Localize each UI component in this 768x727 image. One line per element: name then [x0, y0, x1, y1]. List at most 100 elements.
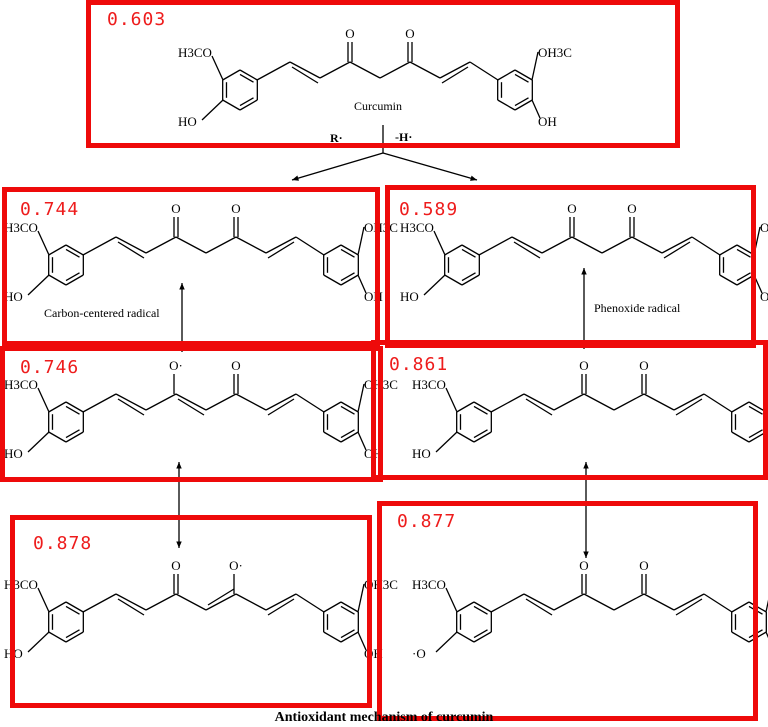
- ring-left-carbon-radical-double-bond: [65, 248, 80, 258]
- chain-double-bond-phenoxide-radical: [513, 241, 541, 259]
- resonance-arrow-2-head: [581, 268, 587, 275]
- ring-right-quinone-radical-bond: [731, 431, 750, 443]
- bond: [201, 99, 224, 121]
- chain-bond-quinone-radical: [523, 393, 555, 411]
- ring-left-enol-radical-bond: [48, 401, 67, 413]
- bond: [765, 631, 768, 639]
- chain-bond-quinone-radical: [613, 393, 645, 411]
- chain-double-bond-enol-radical-2: [117, 598, 145, 616]
- ring-left-phenoxy-left-bond: [456, 601, 475, 613]
- ring-left-curcumin-bond: [239, 99, 258, 111]
- ring-right-phenoxide-radical-bond: [719, 244, 738, 256]
- ring-left-quinone-radical-bond: [473, 401, 492, 413]
- chain-double-bond-enol-radical-2: [267, 598, 295, 616]
- ring-left-quinone-radical-double-bond: [473, 429, 488, 439]
- ring-left-curcumin-double-bond: [239, 97, 254, 107]
- chain-bond-enol-radical: [295, 393, 325, 413]
- ring-left-phenoxide-radical-bond: [444, 274, 463, 286]
- ring-left-phenoxide-radical-double-bond: [461, 248, 476, 258]
- chain-bond-quinone-radical: [553, 393, 585, 411]
- ring-left-phenoxy-left-bond: [473, 631, 492, 643]
- ring-left-carbon-radical-bond: [48, 274, 67, 286]
- chain-bond-carbon-radical: [115, 236, 147, 254]
- score-phenoxy-left: 0.877: [397, 511, 457, 532]
- bond: [357, 631, 367, 651]
- substituent-curcumin-right-bottom: OH: [538, 114, 557, 129]
- chain-bond-enol-radical-2: [235, 593, 267, 611]
- ring-right-enol-radical-2-double-bond: [340, 605, 355, 615]
- chain-bond-curcumin: [379, 61, 411, 79]
- carbonyl-left-quinone-radical: O: [579, 358, 588, 373]
- chain-bond-curcumin: [349, 61, 381, 79]
- carbonyl-right-phenoxide-radical: O: [627, 201, 636, 216]
- chain-bond-phenoxide-radical: [541, 236, 573, 254]
- score-phenoxide-radical: 0.589: [399, 199, 459, 220]
- reagent-left: R·: [330, 131, 343, 145]
- bond: [445, 587, 458, 613]
- chain-bond-curcumin: [409, 61, 441, 79]
- chain-double-bond-curcumin: [291, 66, 319, 84]
- ring-right-enol-radical-2-bond: [323, 601, 342, 613]
- ring-left-enol-radical-bond: [65, 431, 84, 443]
- substituent-curcumin-left-bottom: HO: [178, 114, 197, 129]
- chain-bond-enol-radical: [235, 393, 267, 411]
- ring-left-enol-radical-2-double-bond: [65, 629, 80, 639]
- carbonyl-left-phenoxy-left: O: [579, 558, 588, 573]
- ring-left-quinone-radical-bond: [456, 431, 475, 443]
- bond: [531, 51, 539, 81]
- ring-right-enol-radical-bond: [340, 401, 359, 413]
- resonance-arrow-1-head: [179, 283, 185, 290]
- chain-double-bond-quinone-radical: [525, 398, 553, 416]
- chain-bond-carbon-radical: [175, 236, 207, 254]
- ring-right-enol-radical-bond: [323, 401, 342, 413]
- branch-arrow-right-head: [470, 175, 477, 181]
- chain-bond-carbon-radical: [235, 236, 267, 254]
- ring-right-carbon-radical-bond: [340, 274, 359, 286]
- chain-bond-enol-radical: [175, 393, 207, 411]
- ring-left-curcumin-bond: [239, 69, 258, 81]
- ring-right-carbon-radical-bond: [323, 274, 342, 286]
- ring-right-phenoxide-radical-bond: [719, 274, 738, 286]
- carbonyl-left-curcumin: O: [345, 26, 354, 41]
- ring-right-enol-radical-double-bond: [340, 429, 355, 439]
- chain-double-bond-curcumin: [441, 66, 469, 84]
- chain-bond-phenoxy-left: [703, 593, 733, 613]
- branch-arrow-right: [382, 152, 478, 181]
- chain-bond-enol-radical-2: [265, 593, 297, 611]
- substituent-phenoxide-radical-right-top: OH3C: [760, 220, 768, 235]
- bond: [37, 387, 50, 413]
- substituent-carbon-radical-left-top: H3CO: [4, 220, 38, 235]
- ring-right-phenoxy-left-bond: [731, 631, 750, 643]
- ring-left-carbon-radical-double-bond: [65, 272, 80, 282]
- ring-left-quinone-radical-double-bond: [473, 405, 488, 415]
- substituent-carbon-radical-left-bottom: HO: [4, 289, 23, 304]
- substituent-phenoxide-radical-right-bottom: O·: [760, 289, 768, 304]
- ring-right-quinone-radical-double-bond: [748, 429, 763, 439]
- ring-right-enol-radical-double-bond: [340, 405, 355, 415]
- ring-left-phenoxy-left-double-bond: [473, 605, 488, 615]
- chain-bond-phenoxy-left: [553, 593, 585, 611]
- ring-left-curcumin-bond: [222, 99, 241, 111]
- panel-box-curcumin: [86, 0, 680, 148]
- ring-right-curcumin-double-bond: [514, 73, 529, 83]
- ring-right-enol-radical-bond: [340, 431, 359, 443]
- chain-bond-quinone-radical: [490, 393, 525, 413]
- substituent-phenoxide-radical-left-bottom: HO: [400, 289, 419, 304]
- score-enol-radical-2: 0.878: [33, 533, 93, 554]
- bond: [357, 274, 367, 294]
- chain-bond-phenoxy-left: [643, 593, 675, 611]
- ring-left-phenoxy-left-bond: [473, 601, 492, 613]
- branch-arrow-left: [291, 152, 384, 181]
- chain-double-bond-carbon-radical: [117, 241, 145, 259]
- carbonyl-right-curcumin: O: [405, 26, 414, 41]
- figure-title: Antioxidant mechanism of curcumin: [274, 710, 494, 725]
- chain-bond-enol-radical-2: [205, 593, 237, 611]
- ring-left-phenoxide-radical-bond: [444, 244, 463, 256]
- label-curcumin: Curcumin: [354, 99, 402, 113]
- ring-left-phenoxy-left-double-bond: [473, 629, 488, 639]
- ring-left-phenoxy-left-bond: [456, 631, 475, 643]
- carbonyl-left-enol-radical: O·: [169, 358, 183, 373]
- carbonyl-left-carbon-radical: O: [171, 201, 180, 216]
- bond: [435, 631, 458, 653]
